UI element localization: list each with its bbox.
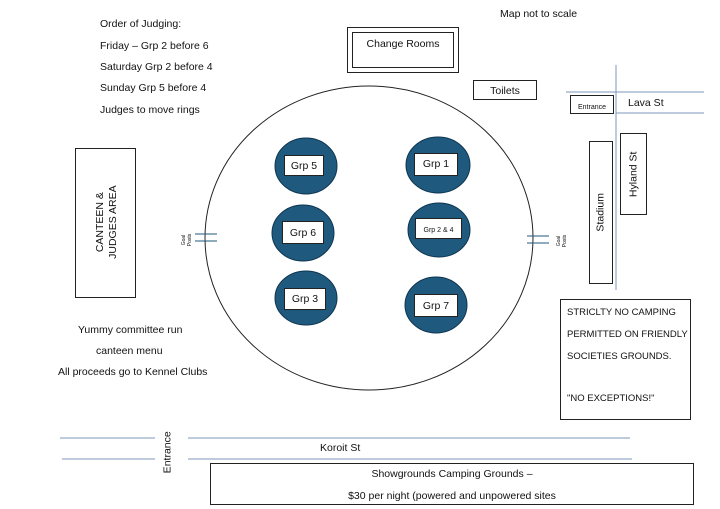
camping-grounds-line2: $30 per night (powered and unpowered sit…: [348, 489, 556, 502]
toilets-label: Toilets: [490, 85, 520, 97]
goal-posts-right-line2: Posts: [562, 234, 568, 248]
stadium-label: Stadium: [594, 193, 607, 232]
ring-grp24-label-box: Grp 2 & 4: [415, 218, 462, 239]
no-camping-line3: SOCIETIES GROUNDS.: [567, 351, 672, 362]
no-camping-line1: STRICLTY NO CAMPING: [567, 307, 676, 318]
ring-grp5-label-box: Grp 5: [284, 155, 324, 176]
ring-grp7-label: Grp 7: [422, 300, 450, 312]
canteen-note-line1: Yummy committee run: [78, 324, 183, 336]
ring-grp5-label: Grp 5: [290, 160, 318, 172]
goal-posts-left: [195, 233, 217, 242]
goal-posts-left-label: Goal Posts: [181, 223, 193, 257]
ring-grp6-label: Grp 6: [289, 227, 317, 239]
hyland-st-box: Hyland St: [620, 133, 647, 215]
canteen-label-line1: CANTEEN &: [93, 192, 106, 253]
change-rooms-outer: Change Rooms: [347, 27, 459, 73]
judging-line-judges: Judges to move rings: [100, 104, 200, 116]
camping-grounds-line1: Showgrounds Camping Grounds –: [371, 468, 533, 480]
no-camping-notice: STRICLTY NO CAMPING PERMITTED ON FRIENDL…: [560, 299, 691, 420]
entrance-bottom-label: Entrance: [161, 431, 174, 474]
ring-grp3-label: Grp 3: [291, 293, 319, 305]
ring-grp7-label-box: Grp 7: [414, 294, 458, 317]
hyland-st-label: Hyland St: [627, 151, 640, 198]
goal-posts-right: [527, 235, 549, 244]
canteen-label-line2: JUDGES AREA: [107, 185, 119, 259]
judging-line-friday: Friday – Grp 2 before 6: [100, 40, 209, 52]
entrance-top-label: Entrance: [577, 104, 607, 111]
no-camping-line2: PERMITTED ON FRIENDLY: [567, 329, 688, 340]
ring-grp6-label-box: Grp 6: [282, 221, 324, 244]
stadium-building: Stadium: [589, 141, 613, 284]
camping-grounds-box: Showgrounds Camping Grounds – $30 per ni…: [210, 463, 694, 505]
koroit-st-label: Koroit St: [320, 442, 361, 454]
lava-st-label: Lava St: [628, 97, 664, 109]
ring-grp1-label-box: Grp 1: [414, 153, 458, 176]
judging-line-sunday: Sunday Grp 5 before 4: [100, 82, 207, 94]
goal-posts-left-line2: Posts: [187, 233, 193, 247]
judging-line-saturday: Saturday Grp 2 before 4: [100, 61, 213, 73]
toilets-building: Toilets: [473, 80, 537, 100]
change-rooms-label: Change Rooms: [366, 38, 440, 50]
change-rooms-building: Change Rooms: [352, 32, 454, 68]
canteen-judges-building: CANTEEN & JUDGES AREA: [75, 148, 136, 298]
ring-grp3-label-box: Grp 3: [284, 288, 326, 310]
entrance-top-box: Entrance: [570, 95, 614, 114]
canteen-note-line2: canteen menu: [96, 345, 163, 357]
canteen-label: CANTEEN & JUDGES AREA: [94, 162, 120, 282]
no-camping-line4: "NO EXCEPTIONS!": [567, 393, 655, 404]
oval-ground: [204, 85, 534, 391]
ring-grp1-label: Grp 1: [422, 158, 450, 170]
map-scale-note: Map not to scale: [500, 8, 578, 20]
judging-heading: Order of Judging:: [100, 18, 182, 30]
canteen-note-line3: All proceeds go to Kennel Clubs: [58, 366, 208, 378]
ring-grp24-label: Grp 2 & 4: [423, 227, 454, 234]
goal-posts-right-label: Goal Posts: [556, 224, 568, 258]
